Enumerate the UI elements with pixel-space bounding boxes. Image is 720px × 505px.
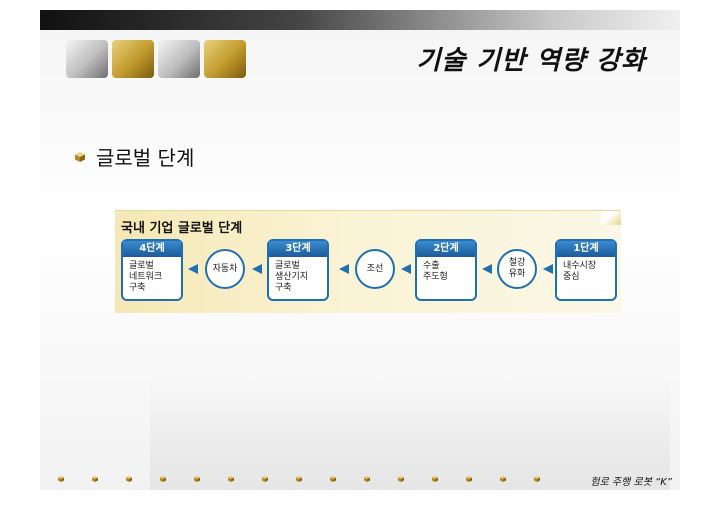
gold-dot-icon [466, 476, 472, 482]
diagram-title: 국내 기업 글로벌 단계 [121, 221, 243, 236]
gold-cube-icon [112, 40, 154, 78]
bullet-item: 글로벌 단계 [74, 142, 194, 171]
left-arrow-icon [188, 264, 198, 274]
stage-box-4: 4단계 글로벌 네트워크 구축 [121, 239, 183, 301]
decorative-cubes [60, 32, 270, 87]
gold-dot-icon [364, 476, 370, 482]
bullet-text: 글로벌 단계 [96, 146, 195, 170]
stage-box-3: 3단계 글로벌 생산기지 구축 [267, 239, 329, 301]
stage-box-2: 2단계 수출 주도형 [415, 239, 477, 301]
gold-dot-icon [500, 476, 506, 482]
gold-dot-icon [126, 476, 132, 482]
stage-box-1: 1단계 내수시장 중심 [555, 239, 617, 301]
connector-circle: 조선 [355, 249, 395, 289]
gold-dot-icon [296, 476, 302, 482]
gold-dot-icon [432, 476, 438, 482]
stage-head: 2단계 [417, 241, 475, 257]
slide: 기술 기반 역량 강화 글로벌 단계 국내 기업 글로벌 단계 4단계 글로벌 … [40, 10, 680, 490]
connector-circle: 자동차 [205, 249, 245, 289]
stage-body: 수출 주도형 [423, 261, 448, 282]
gold-dot-icon [262, 476, 268, 482]
gold-cube-icon [75, 151, 85, 162]
slide-title: 기술 기반 역량 강화 [416, 46, 646, 76]
gold-dot-icon [330, 476, 336, 482]
gold-dot-icon [58, 476, 64, 482]
gold-dot-icon [194, 476, 200, 482]
gold-dot-icon [534, 476, 540, 482]
stage-head: 3단계 [269, 241, 327, 257]
stage-body: 글로벌 생산기지 구축 [275, 261, 309, 293]
top-bar [40, 10, 680, 30]
stage-body: 내수시장 중심 [563, 261, 597, 282]
silver-cube-icon [66, 40, 108, 78]
left-arrow-icon [401, 264, 411, 274]
connector-circle: 철강 유화 [497, 249, 537, 289]
page-curl [601, 211, 621, 225]
gold-dot-icon [228, 476, 234, 482]
gold-dot-icon [92, 476, 98, 482]
gold-cube-icon [204, 40, 246, 78]
stage-head: 1단계 [557, 241, 615, 257]
left-arrow-icon [339, 264, 349, 274]
gold-dot-icon [398, 476, 404, 482]
global-stage-diagram: 국내 기업 글로벌 단계 4단계 글로벌 네트워크 구축 자동차 3단계 글로벌… [115, 210, 621, 313]
stage-body: 글로벌 네트워크 구축 [129, 261, 163, 293]
left-arrow-icon [543, 264, 553, 274]
silver-cube-icon [158, 40, 200, 78]
left-arrow-icon [252, 264, 262, 274]
left-arrow-icon [482, 264, 492, 274]
footer-label: 험로 주행 로봇 “K” [590, 477, 672, 488]
stage-head: 4단계 [123, 241, 181, 257]
gold-dot-icon [160, 476, 166, 482]
